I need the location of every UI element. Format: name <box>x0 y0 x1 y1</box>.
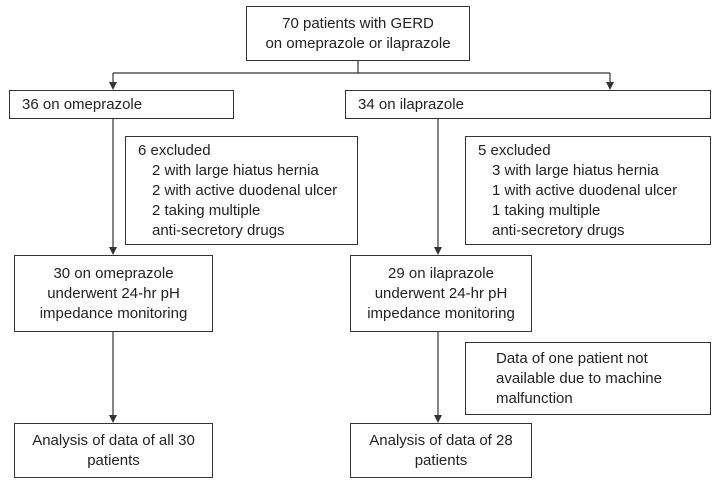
excluded-item: 3 with large hiatus hernia <box>492 161 659 179</box>
omeprazole-excluded-box: 6 excluded 2 with large hiatus hernia 2 … <box>125 136 358 245</box>
analysis-line: Analysis of data of 28 <box>369 431 513 449</box>
machine-malfunction-note-box: Data of one patient not available due to… <box>465 342 711 415</box>
top-box: 70 patients with GERD on omeprazole or i… <box>246 6 470 61</box>
monitoring-line: 30 on omeprazole <box>53 264 174 282</box>
omeprazole-monitoring-box: 30 on omeprazole underwent 24-hr pH impe… <box>14 255 213 332</box>
analysis-line: Analysis of data of all 30 <box>32 431 195 449</box>
monitoring-line: underwent 24-hr pH <box>47 284 180 302</box>
analysis-line: patients <box>87 451 140 469</box>
ilaprazole-arm-box: 34 on ilaprazole <box>345 90 711 119</box>
excluded-item: 1 taking multiple <box>492 201 601 219</box>
note-line: available due to machine <box>496 369 662 387</box>
excluded-item: anti-secretory drugs <box>152 221 285 239</box>
excluded-item: anti-secretory drugs <box>492 221 625 239</box>
monitoring-line: impedance monitoring <box>367 304 515 322</box>
excluded-heading: 6 excluded <box>138 141 211 159</box>
monitoring-line: 29 on ilaprazole <box>388 264 494 282</box>
ilaprazole-analysis-box: Analysis of data of 28 patients <box>350 423 532 478</box>
excluded-item: 2 with large hiatus hernia <box>152 161 319 179</box>
monitoring-line: underwent 24-hr pH <box>374 284 508 302</box>
note-line: Data of one patient not <box>496 349 648 367</box>
omeprazole-arm-box: 36 on omeprazole <box>9 90 234 119</box>
excluded-item: 2 taking multiple <box>152 201 261 219</box>
ilaprazole-monitoring-box: 29 on ilaprazole underwent 24-hr pH impe… <box>350 255 532 332</box>
top-line: 70 patients with GERD <box>282 14 434 32</box>
omeprazole-analysis-box: Analysis of data of all 30 patients <box>14 423 213 478</box>
excluded-item: 1 with active duodenal ulcer <box>492 181 678 199</box>
excluded-heading: 5 excluded <box>478 141 551 159</box>
omeprazole-arm-label: 36 on omeprazole <box>22 95 143 113</box>
monitoring-line: impedance monitoring <box>39 304 188 322</box>
note-line: malfunction <box>496 389 573 407</box>
top-line: on omeprazole or ilaprazole <box>265 34 451 52</box>
ilaprazole-arm-label: 34 on ilaprazole <box>358 95 464 113</box>
ilaprazole-excluded-box: 5 excluded 3 with large hiatus hernia 1 … <box>465 136 711 245</box>
analysis-line: patients <box>414 451 468 469</box>
excluded-item: 2 with active duodenal ulcer <box>152 181 338 199</box>
